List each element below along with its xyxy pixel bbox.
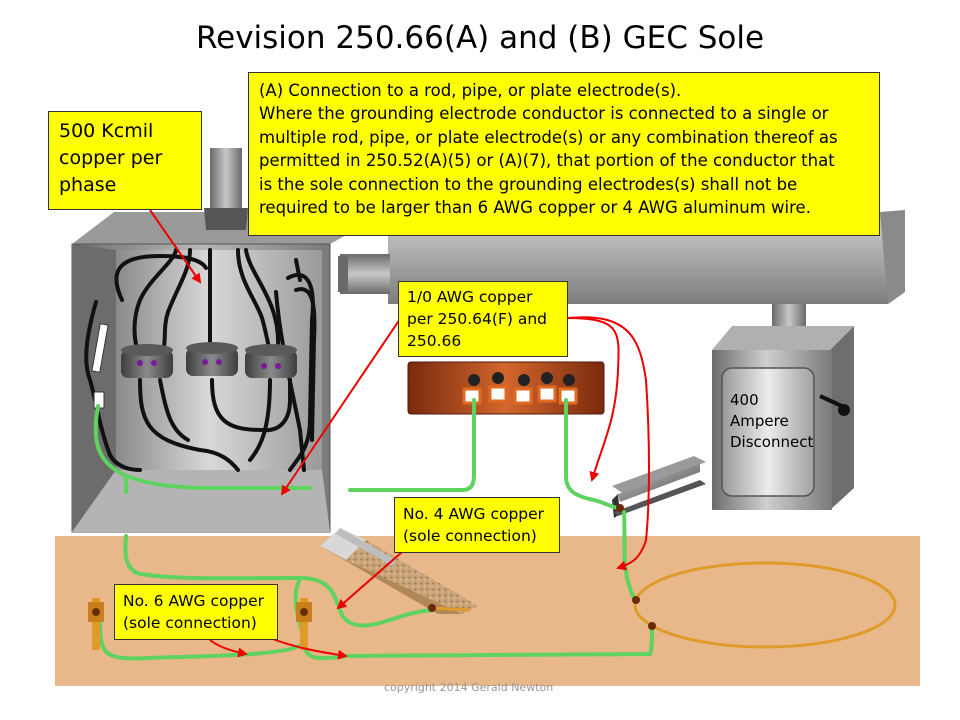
arrow-10awg-ring bbox=[567, 316, 650, 571]
insulation-sleeve bbox=[91, 323, 109, 373]
awg4-line: (sole connection) bbox=[403, 527, 537, 545]
conduit-to-disconnect bbox=[772, 304, 806, 328]
awg10-callout: 1/0 AWG copper per 250.64(F) and 250.66 bbox=[398, 281, 568, 357]
awg10-line: 1/0 AWG copper bbox=[407, 288, 533, 306]
arrow-6awg-wire bbox=[269, 637, 348, 660]
grounding-busbar bbox=[407, 361, 605, 415]
disconnect-line: Disconnect bbox=[730, 433, 814, 451]
page-title: Revision 250.66(A) and (B) GEC Sole bbox=[195, 20, 765, 56]
arrow-6awg-rod bbox=[209, 639, 248, 658]
ground-ring bbox=[633, 561, 897, 649]
arrow-500kcmil bbox=[149, 209, 202, 284]
disconnect-line: 400 bbox=[730, 391, 759, 409]
callout-arrows bbox=[149, 209, 650, 660]
kcmil-line: phase bbox=[59, 174, 117, 196]
disconnect-handle-icon bbox=[838, 404, 850, 416]
footing-rebar bbox=[428, 604, 471, 612]
arrow-10awg-beam bbox=[565, 317, 620, 482]
awg6-line: (sole connection) bbox=[123, 614, 257, 632]
ground-rod-left bbox=[88, 598, 104, 650]
awg6-callout: No. 6 AWG copper (sole connection) bbox=[114, 584, 278, 640]
rule-line: (A) Connection to a rod, pipe, or plate … bbox=[259, 81, 682, 100]
copyright-notice: copyright 2014 Gerald Newton bbox=[384, 681, 554, 694]
awg4-callout: No. 4 AWG copper (sole connection) bbox=[394, 497, 560, 553]
awg4-line: No. 4 AWG copper bbox=[403, 505, 545, 523]
rule-line: required to be larger than 6 AWG copper … bbox=[259, 198, 811, 218]
structural-steel-beam bbox=[612, 456, 706, 518]
disconnect-line: Ampere bbox=[730, 412, 789, 430]
awg10-line: 250.66 bbox=[407, 332, 462, 350]
arrow-4awg bbox=[336, 551, 403, 610]
rule-line: is the sole connection to the grounding … bbox=[259, 174, 798, 194]
connection-points bbox=[616, 504, 656, 630]
conduit-top bbox=[204, 148, 248, 230]
arrow-10awg-left bbox=[280, 315, 403, 496]
disconnect-label: 400 Ampere Disconnect bbox=[730, 390, 813, 453]
kcmil-callout: 500 Kcmil copper per phase bbox=[48, 111, 202, 210]
kcmil-line: copper per bbox=[59, 147, 163, 169]
disconnect-switch bbox=[712, 326, 854, 510]
ground-rod-right bbox=[296, 598, 312, 650]
rule-line: multiple rod, pipe, or plate electrode(s… bbox=[259, 127, 838, 147]
current-transformers bbox=[121, 342, 297, 378]
awg6-line: No. 6 AWG copper bbox=[123, 592, 265, 610]
phase-conductors bbox=[84, 248, 317, 472]
kcmil-line: 500 Kcmil bbox=[59, 120, 154, 142]
awg10-line: per 250.64(F) and bbox=[407, 310, 548, 328]
concrete-footing bbox=[320, 528, 478, 614]
rule-text-callout: (A) Connection to a rod, pipe, or plate … bbox=[248, 72, 880, 236]
rule-line: Where the grounding electrode conductor … bbox=[259, 104, 829, 124]
rule-line: permitted in 250.52(A)(5) or (A)(7), tha… bbox=[259, 151, 835, 171]
